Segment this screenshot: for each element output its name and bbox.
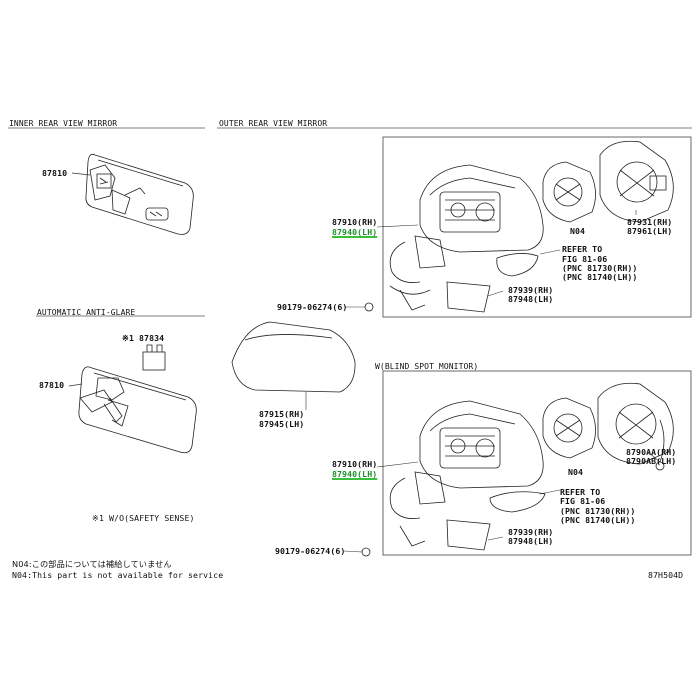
part-87810-a[interactable]: 87810 — [42, 168, 68, 178]
part-90179-b[interactable]: 90179-06274(6) — [275, 546, 346, 556]
blind-spot-frame — [382, 370, 692, 556]
n04-note-en: N04:This part is not available for servi… — [12, 570, 224, 580]
part-87810-b[interactable]: 87810 — [39, 380, 65, 390]
part-87948-b[interactable]: 87948(LH) — [508, 536, 554, 546]
inner-mirror-drawing — [71, 153, 194, 235]
part-8790AA[interactable]: 8790AA(RH) — [626, 447, 677, 457]
part-87940-b[interactable]: 87940(LH) — [332, 469, 378, 479]
part-87961[interactable]: 87961(LH) — [627, 226, 673, 236]
part-87940-a[interactable]: 87940(LH) — [332, 227, 378, 237]
part-87939-a[interactable]: 87939(RH) — [508, 285, 554, 295]
figure-code: 87H504D — [648, 570, 684, 580]
blind-spot-section-title: W(BLIND SPOT MONITOR) — [375, 362, 479, 371]
part-87915[interactable]: 87915(RH) — [259, 409, 305, 419]
part-87948-a[interactable]: 87948(LH) — [508, 294, 554, 304]
part-8790AB[interactable]: 8790AB(LH) — [626, 456, 677, 466]
refer-b-line4: (PNC 81740(LH)) — [560, 515, 636, 525]
part-87910-a[interactable]: 87910(RH) — [332, 217, 378, 227]
refer-b-line2[interactable]: FIG 81-06 — [560, 496, 606, 506]
n04-label-b: N04 — [568, 467, 584, 477]
safety-sense-note: ※1 W/O(SAFETY SENSE) — [92, 513, 195, 523]
refer-a-line4: (PNC 81740(LH)) — [562, 272, 638, 282]
refer-a-line1: REFER TO — [562, 244, 603, 254]
refer-b-line3: (PNC 81730(RH)) — [560, 506, 636, 516]
mirror-cover-drawing — [231, 321, 356, 393]
outer-mirror-assembly-1 — [364, 140, 674, 313]
part-87945[interactable]: 87945(LH) — [259, 419, 305, 429]
part-87939-b[interactable]: 87939(RH) — [508, 527, 554, 537]
part-87931[interactable]: 87931(RH) — [627, 217, 673, 227]
refer-a-line2[interactable]: FIG 81-06 — [562, 254, 608, 264]
refer-a-line3: (PNC 81730(RH)) — [562, 263, 638, 273]
outer-section-title: OUTER REAR VIEW MIRROR — [219, 119, 328, 128]
n04-label-a: N04 — [570, 226, 586, 236]
anti-glare-mirror-drawing — [68, 344, 197, 454]
part-90179-a[interactable]: 90179-06274(6) — [277, 302, 348, 312]
inner-section-title: INNER REAR VIEW MIRROR — [9, 119, 118, 128]
anti-glare-section-title: AUTOMATIC ANTI-GLARE — [37, 308, 136, 317]
refer-b-line1: REFER TO — [560, 487, 601, 497]
leader-lines — [305, 210, 661, 553]
n04-note-jp: N04:この部品については補給していません — [12, 559, 172, 569]
part-87834[interactable]: ※1 87834 — [122, 333, 165, 343]
part-87910-b[interactable]: 87910(RH) — [332, 459, 378, 469]
